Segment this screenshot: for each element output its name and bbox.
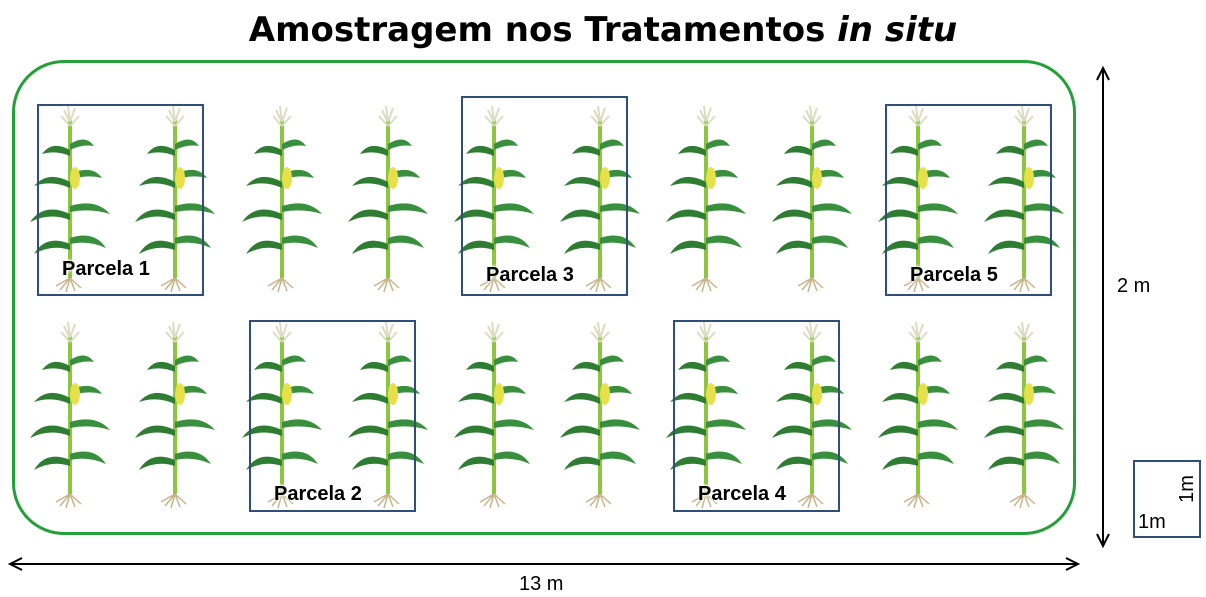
corn-plant-icon — [133, 320, 217, 510]
parcel-label-4: Parcela 4 — [698, 483, 786, 505]
height-arrow — [1096, 65, 1110, 549]
corn-plant-icon — [982, 320, 1066, 510]
corn-plant-icon — [240, 104, 324, 294]
corn-plant-icon — [452, 320, 536, 510]
parcel-label-3: Parcela 3 — [486, 264, 574, 286]
scale-box: 1m 1m — [1133, 460, 1201, 538]
title-italic: in situ — [837, 10, 958, 50]
height-label: 2 m — [1117, 275, 1151, 297]
diagram-title: Amostragem nos Tratamentos in situ — [0, 8, 1206, 52]
corn-plant-icon — [28, 320, 112, 510]
corn-plant-icon — [558, 320, 642, 510]
scale-vertical-label: 1m — [1176, 475, 1199, 503]
corn-plant-icon — [664, 104, 748, 294]
width-arrow — [7, 557, 1081, 571]
corn-plant-icon — [346, 104, 430, 294]
parcel-label-2: Parcela 2 — [274, 483, 362, 505]
parcel-3 — [461, 96, 628, 296]
parcel-label-1: Parcela 1 — [62, 258, 150, 280]
width-label: 13 m — [519, 573, 564, 595]
corn-plant-icon — [876, 320, 960, 510]
parcel-1 — [37, 104, 204, 296]
parcel-5 — [885, 104, 1052, 296]
field-boundary — [12, 60, 1076, 535]
parcel-4 — [673, 320, 840, 512]
parcel-label-5: Parcela 5 — [910, 264, 998, 286]
title-main: Amostragem nos Tratamentos — [248, 10, 826, 50]
parcel-2 — [249, 320, 416, 512]
scale-horizontal-label: 1m — [1138, 511, 1166, 533]
corn-plant-icon — [770, 104, 854, 294]
